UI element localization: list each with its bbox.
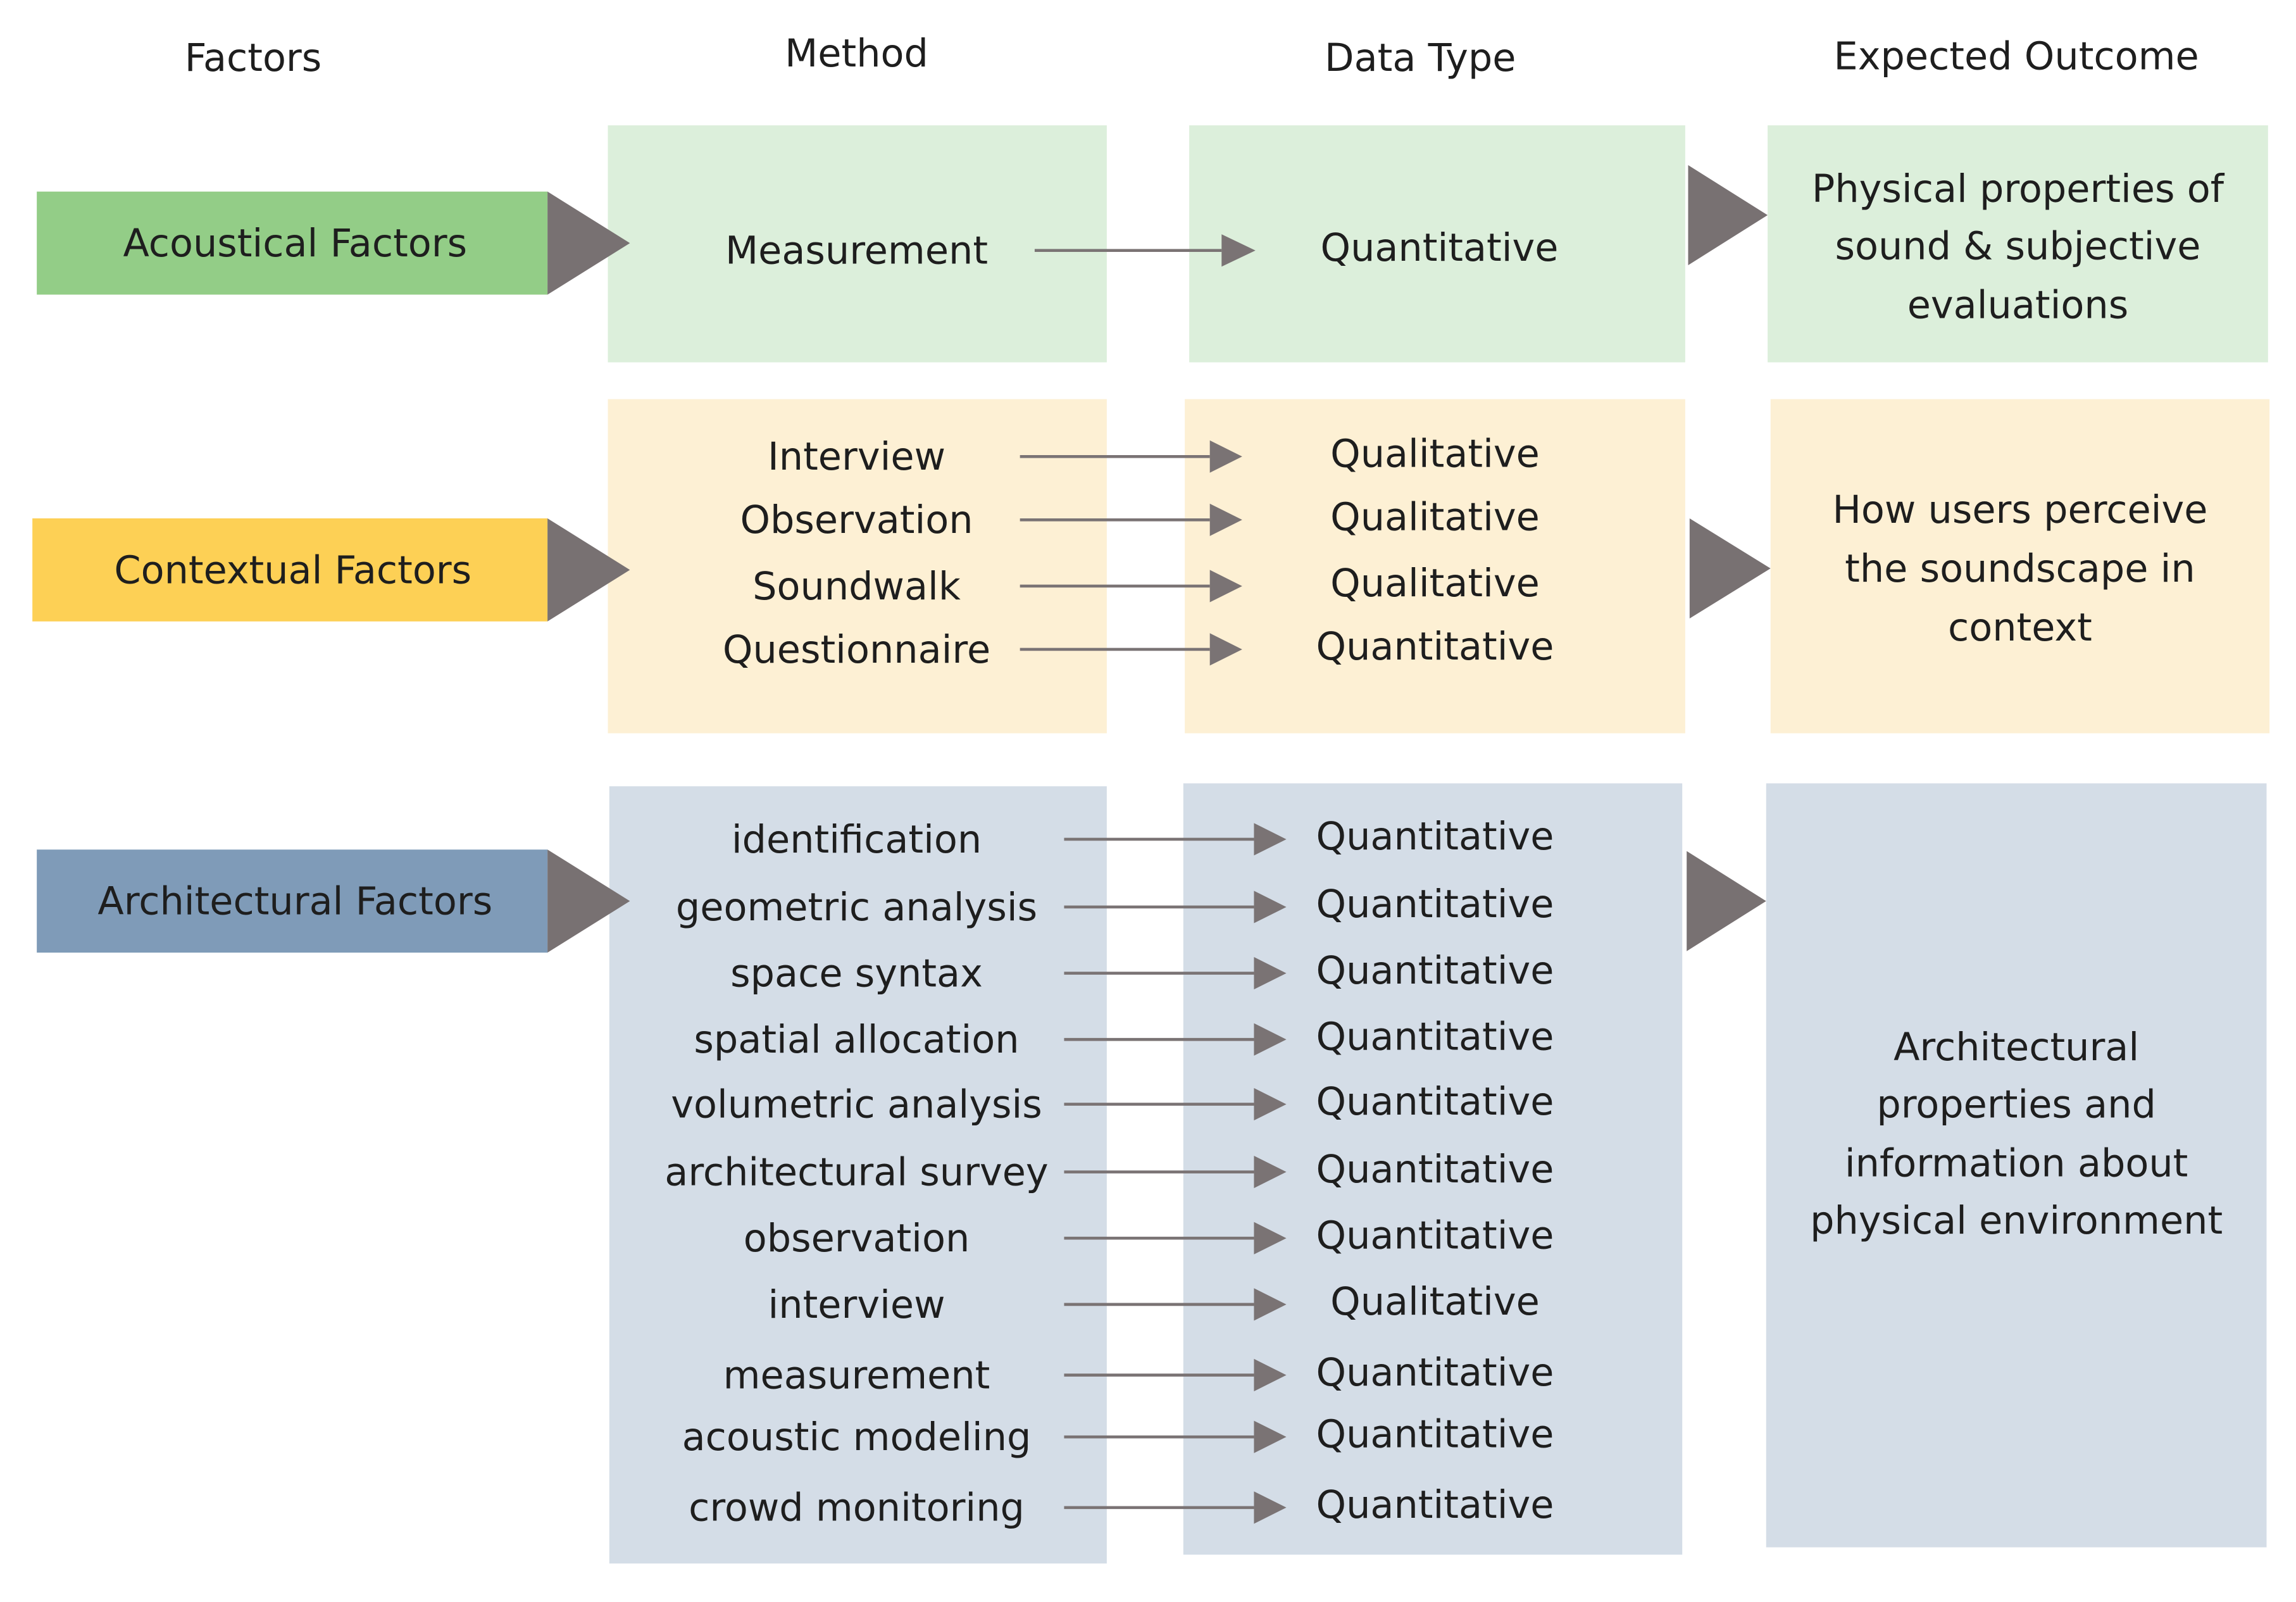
acoustical-outcome-panel: [1768, 125, 2268, 363]
contextual-outcome-panel: [1770, 399, 2270, 734]
arrow-head-icon: [1209, 570, 1242, 603]
method-item: observation: [744, 1217, 970, 1261]
data-type-item: Quantitative: [1316, 1483, 1554, 1527]
method-item: geometric analysis: [676, 885, 1037, 930]
data-type-item: Qualitative: [1330, 1280, 1540, 1324]
arrow-head-icon: [1254, 1222, 1287, 1255]
method-item: Measurement: [725, 229, 988, 273]
chevron-right-icon: [1688, 165, 1768, 265]
chevron-right-icon: [547, 191, 630, 295]
arrow-head-icon: [1254, 1420, 1287, 1453]
data-type-item: Quantitative: [1316, 815, 1554, 859]
acoustical-row: Acoustical Factors Measurement Quantitativ…: [37, 125, 2268, 363]
acoustical-outcome-line: Physical properties of: [1812, 167, 2225, 211]
header-factors: Factors: [185, 36, 322, 80]
arrow-head-icon: [1254, 823, 1287, 856]
arrow-head-icon: [1254, 1155, 1287, 1189]
data-type-item: Qualitative: [1330, 561, 1540, 606]
header-method: Method: [785, 32, 928, 76]
arrow-head-icon: [1254, 1023, 1287, 1056]
architectural-factor-label: Architectural Factors: [97, 880, 492, 924]
data-type-item: Quantitative: [1316, 1080, 1554, 1124]
architectural-method-panel: [609, 786, 1107, 1564]
data-type-item: Qualitative: [1330, 496, 1540, 540]
arrow-head-icon: [1209, 503, 1242, 536]
method-item: architectural survey: [664, 1150, 1048, 1194]
contextual-method-panel: [608, 399, 1107, 734]
arrow-head-icon: [1254, 891, 1287, 923]
method-item: Questionnaire: [723, 628, 990, 672]
method-item: crowd monitoring: [689, 1486, 1025, 1530]
data-type-item: Quantitative: [1316, 949, 1554, 993]
acoustical-factor-label: Acoustical Factors: [123, 222, 467, 266]
architectural-factor-label-box: [37, 849, 548, 953]
arrow-head-icon: [1254, 1088, 1287, 1121]
data-type-item: Quantitative: [1316, 625, 1554, 669]
data-type-item: Quantitative: [1316, 1015, 1554, 1060]
acoustical-outcome-line: sound & subjective: [1835, 225, 2200, 269]
data-type-item: Quantitative: [1316, 1412, 1554, 1456]
header-data-type: Data Type: [1325, 36, 1516, 80]
acoustical-factor-label-box: [37, 191, 548, 295]
data-type-item: Quantitative: [1316, 882, 1554, 927]
acoustical-method-panel: [608, 125, 1107, 363]
architectural-outcome-line: information about: [1845, 1142, 2188, 1186]
architectural-outcome-line: physical environment: [1810, 1199, 2223, 1243]
contextual-factor-label-box: [32, 518, 548, 622]
architectural-outcome-line: properties and: [1876, 1083, 2156, 1127]
data-type-item: Quantitative: [1320, 226, 1558, 270]
contextual-factor-label: Contextual Factors: [114, 548, 471, 592]
method-item: Observation: [740, 498, 973, 542]
method-item: spatial allocation: [694, 1018, 1019, 1062]
arrow-head-icon: [1254, 1491, 1287, 1524]
data-type-item: Qualitative: [1330, 432, 1540, 477]
method-item: Interview: [768, 435, 945, 479]
arrow-head-icon: [1254, 1288, 1287, 1321]
method-item: identification: [732, 818, 982, 862]
contextual-data-type-panel: [1185, 399, 1685, 734]
method-item: measurement: [723, 1353, 990, 1398]
arrow-head-icon: [1254, 1358, 1287, 1392]
arrow-head-icon: [1254, 957, 1287, 990]
architectural-outcome-line: Architectural: [1894, 1025, 2139, 1070]
contextual-outcome-line: context: [1948, 606, 2092, 650]
chevron-right-icon: [547, 849, 630, 953]
method-item: interview: [768, 1283, 945, 1327]
acoustical-outcome-line: evaluations: [1907, 284, 2128, 328]
chevron-right-icon: [1687, 851, 1766, 951]
arrow-head-icon: [1209, 633, 1242, 666]
arrow-head-icon: [1209, 440, 1242, 473]
chevron-right-icon: [1689, 518, 1771, 619]
method-item: Soundwalk: [752, 565, 961, 609]
header-expected-outcome: Expected Outcome: [1834, 35, 2199, 79]
data-type-item: Quantitative: [1316, 1351, 1554, 1395]
data-type-item: Quantitative: [1316, 1213, 1554, 1258]
method-item: acoustic modeling: [682, 1415, 1032, 1460]
method-item: space syntax: [730, 952, 983, 996]
data-type-item: Quantitative: [1316, 1148, 1554, 1192]
architectural-outcome-panel: [1766, 783, 2267, 1548]
contextual-outcome-line: the soundscape in: [1845, 547, 2195, 591]
method-item: volumetric analysis: [671, 1083, 1042, 1127]
acoustical-data-type-panel: [1189, 125, 1685, 363]
contextual-outcome-line: How users perceive: [1832, 488, 2207, 532]
chevron-right-icon: [547, 518, 630, 622]
arrow-head-icon: [1221, 234, 1256, 267]
